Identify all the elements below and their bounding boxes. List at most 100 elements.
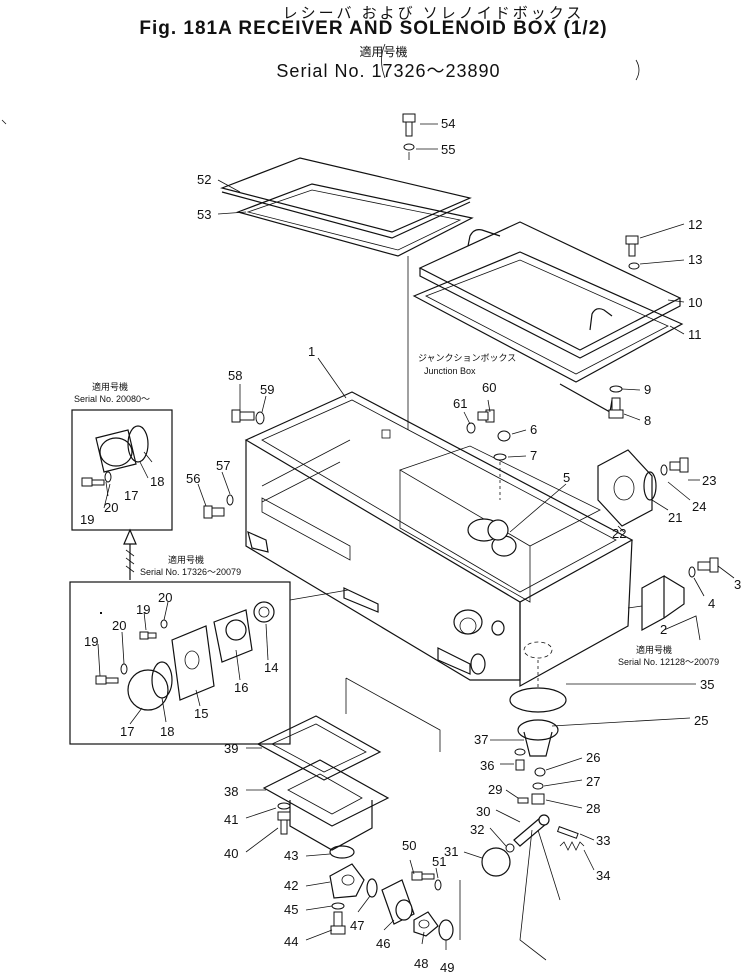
gasket-39 (256, 715, 382, 781)
fitting-28 (531, 793, 545, 805)
washer-59 (255, 411, 265, 425)
bolt-3 (697, 557, 719, 573)
callout-37: 37 (474, 732, 488, 747)
washer-9 (609, 385, 623, 393)
gasket-43 (329, 845, 355, 859)
junction-box-cover-10 (418, 221, 682, 359)
serial-range: Serial No. 17326～23890 (276, 61, 501, 81)
bracket-serial: Serial No. 12128～20079 (618, 657, 719, 667)
gasket-35 (509, 687, 567, 713)
inset-box-bottom (69, 581, 291, 745)
callout-57: 57 (216, 458, 230, 473)
scan-mark (1, 119, 7, 125)
callout-27: 27 (586, 774, 600, 789)
callout-56: 56 (186, 471, 200, 486)
callout-52: 52 (197, 172, 211, 187)
washer-61 (466, 422, 476, 434)
callout-10: 10 (688, 295, 702, 310)
washer-55 (403, 143, 415, 151)
clamp-47 (366, 878, 378, 898)
bolt-40 (277, 811, 291, 835)
callout-18b: 18 (160, 724, 174, 739)
junction-box-jp: ジャンクションボックス (418, 353, 516, 363)
callout-7: 7 (530, 448, 537, 463)
washer-57 (226, 494, 234, 506)
callout-36: 36 (480, 758, 494, 773)
washer-27 (532, 782, 544, 790)
washer-24 (660, 464, 668, 476)
callout-8: 8 (644, 413, 651, 428)
callout-18a: 18 (150, 474, 164, 489)
header-bracket-right (635, 59, 640, 81)
callout-20c: 20 (112, 618, 126, 633)
callout-61: 61 (453, 396, 467, 411)
assembly-bracket-lines (345, 677, 441, 752)
float-switch-5 (467, 518, 517, 557)
nut-26 (534, 767, 546, 777)
callout-2: 2 (660, 622, 667, 637)
callout-numbers: 54 55 52 53 12 13 10 11 9 8 1 60 61 6 7 … (80, 116, 741, 974)
callout-58: 58 (228, 368, 242, 383)
bolt-60 (477, 409, 495, 423)
callout-21: 21 (668, 510, 682, 525)
nut-32 (505, 843, 515, 853)
washer-13 (628, 262, 640, 270)
drain-leader-lines (519, 829, 561, 961)
pin-33 (556, 826, 579, 839)
callout-29: 29 (488, 782, 502, 797)
callout-16: 16 (234, 680, 248, 695)
inset-bottom-assembly (95, 601, 275, 711)
callout-35: 35 (700, 677, 714, 692)
spring-34 (559, 841, 585, 851)
callout-leaders (97, 123, 735, 950)
gasket-49 (438, 919, 454, 941)
callout-22: 22 (612, 526, 626, 541)
callout-54: 54 (441, 116, 455, 131)
inset-top-serial: Serial No. 20080～ (74, 394, 150, 404)
callout-39: 39 (224, 741, 238, 756)
cover-plate-22 (597, 449, 653, 527)
callout-19a: 19 (80, 512, 94, 527)
float-ball-31 (481, 847, 511, 877)
callout-44: 44 (284, 934, 298, 949)
callout-31: 31 (444, 844, 458, 859)
inset-box-top (71, 409, 173, 531)
callout-50: 50 (402, 838, 416, 853)
callout-53: 53 (197, 207, 211, 222)
callout-48: 48 (414, 956, 428, 971)
callout-24: 24 (692, 499, 706, 514)
callout-11: 11 (688, 327, 702, 342)
japanese-title: レシーバ および ソレノイドボックス (282, 5, 585, 22)
bolt-58 (231, 409, 255, 423)
callout-17b: 17 (120, 724, 134, 739)
bolt-44 (330, 911, 346, 935)
inset-top-applicable: 適用号機 (92, 381, 128, 392)
pin-29 (517, 797, 529, 804)
callout-45: 45 (284, 902, 298, 917)
callout-9: 9 (644, 382, 651, 397)
bolt-50 (411, 871, 435, 881)
callout-55: 55 (441, 142, 455, 157)
callout-47: 47 (350, 918, 364, 933)
header-bracket-left (381, 43, 386, 79)
hose-46 (381, 879, 415, 925)
inset-leader (289, 589, 349, 601)
callout-12: 12 (688, 217, 702, 232)
callout-49: 49 (440, 960, 454, 974)
callout-5: 5 (563, 470, 570, 485)
callout-43: 43 (284, 848, 298, 863)
callout-38: 38 (224, 784, 238, 799)
callout-20b: 20 (158, 590, 172, 605)
callout-4: 4 (708, 596, 715, 611)
bolt-36 (515, 759, 525, 771)
inset-top-assembly (81, 425, 149, 487)
applicable-model-label: 適用号機 (359, 45, 408, 59)
callout-20a: 20 (104, 500, 118, 515)
callout-3: 3 (734, 577, 741, 592)
callout-51: 51 (432, 854, 446, 869)
figure-title: Fig. 181A RECEIVER AND SOLENOID BOX (1/2… (139, 18, 608, 39)
callout-34: 34 (596, 868, 610, 883)
callout-30: 30 (476, 804, 490, 819)
scan-dot (100, 612, 102, 614)
bolt-56 (203, 505, 225, 519)
